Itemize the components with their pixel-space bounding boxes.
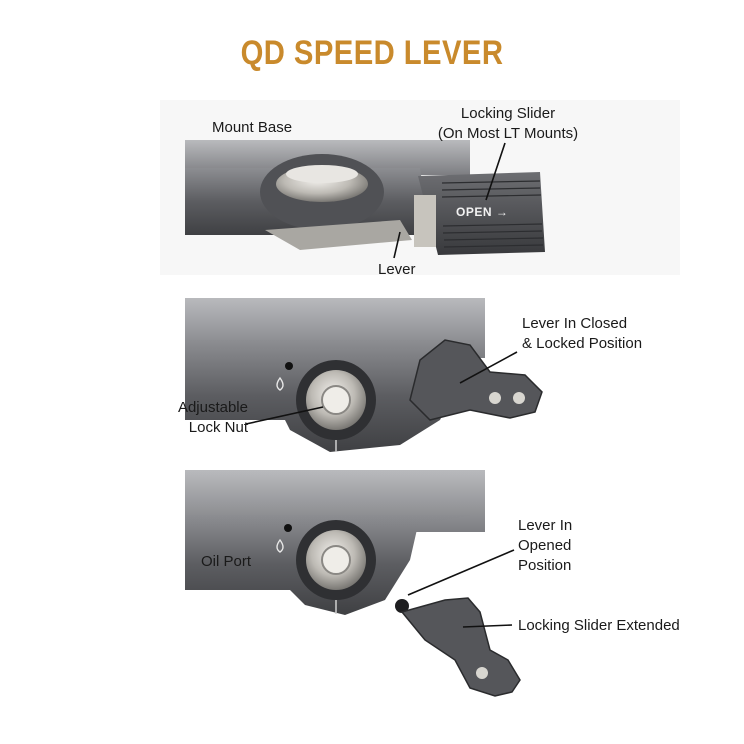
mid-lock-nut-center (321, 385, 351, 415)
top-lock-nut-face (286, 165, 358, 183)
lever-opened-pin (476, 667, 488, 679)
lever-closed-label-line2: & Locked Position (522, 335, 643, 352)
leader-lever-closed (459, 351, 518, 384)
locking-slider-label: Locking Slider (On Most LT Mounts) (418, 104, 598, 144)
mid-oil-hole (285, 362, 293, 370)
locking-slider-label-line2: (On Most LT Mounts) (437, 125, 579, 142)
bottom-panel-photo (185, 470, 521, 697)
lock-nut-label: Adjustable Lock Nut (140, 398, 248, 438)
lever-closed-pin-b (513, 392, 525, 404)
lever-closed-label: Lever In Closed & Locked Position (522, 314, 642, 354)
middle-panel-photo (185, 298, 543, 452)
lever-opened-label: Lever In Opened Position (518, 516, 572, 576)
locking-slider-label-line1: Locking Slider (460, 105, 556, 122)
leader-lever (393, 231, 401, 259)
mount-base-label: Mount Base (212, 119, 293, 136)
leader-locking-slider (485, 142, 506, 201)
oil-drop-icon (276, 538, 284, 553)
lever-opened-label-line2: Opened (518, 537, 572, 554)
oil-port-label: Oil Port (201, 553, 252, 570)
opened-pivot (395, 599, 409, 613)
page-title: QD SPEED LEVER (240, 34, 504, 72)
leader-lock-nut (245, 406, 324, 425)
slider-guide (414, 195, 436, 247)
top-lever (265, 220, 412, 250)
lever-opened (400, 597, 521, 697)
oil-drop-icon (276, 376, 284, 391)
lever-opened-label-line3: Position (518, 557, 572, 574)
lever-opened-label-line1: Lever In (518, 517, 573, 534)
bot-oil-hole (284, 524, 292, 532)
lock-nut-label-line2: Lock Nut (188, 419, 248, 436)
lever-closed-label-line1: Lever In Closed (522, 315, 628, 332)
lever-closed-pin-a (489, 392, 501, 404)
top-panel-photo (160, 100, 680, 275)
locking-slider (418, 172, 545, 255)
lever-label: Lever (378, 261, 416, 278)
slider-grooves (441, 180, 544, 248)
leader-lines (245, 142, 518, 628)
leader-lever-opened (407, 549, 515, 596)
slider-engraving: OPEN → (456, 205, 509, 219)
bot-lock-nut-center (321, 545, 351, 575)
lever-closed (409, 339, 543, 421)
slider-extended-label: Locking Slider Extended (518, 617, 680, 634)
leader-slider-extended (462, 624, 513, 628)
lock-nut-label-line1: Adjustable (177, 399, 248, 416)
